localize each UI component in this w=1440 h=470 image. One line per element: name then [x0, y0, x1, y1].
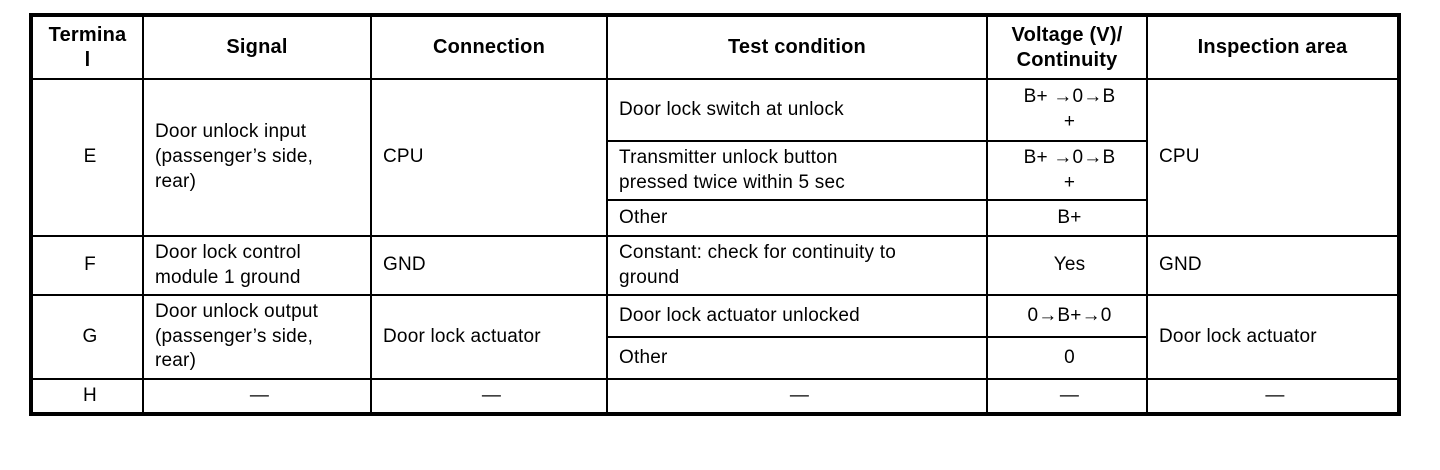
terminal-spec-table: Termina l Signal Connection Test conditi…	[29, 13, 1401, 416]
col-header-signal: Signal	[142, 14, 372, 80]
cell-test-f: Constant: check for continuity to ground	[606, 235, 988, 296]
cell-terminal-e: E	[30, 78, 144, 237]
cell-connection-h: —	[370, 378, 608, 415]
terminal-spec-table-wrap: Termina l Signal Connection Test conditi…	[29, 13, 1401, 416]
cell-terminal-f: F	[30, 235, 144, 296]
cell-voltage-g-1: 0→B+→0	[986, 294, 1148, 338]
table-subrow-g-2: Other 0	[31, 336, 1399, 380]
cell-voltage-e-2: B+ →0→B +	[986, 140, 1148, 201]
cell-terminal-h: H	[30, 378, 144, 415]
cell-test-h: —	[606, 378, 988, 415]
cell-voltage-e-3: B+	[986, 199, 1148, 237]
cell-voltage-e-1: B+ →0→B +	[986, 78, 1148, 142]
table-subrow-e-2: Transmitter unlock button pressed twice …	[31, 140, 1399, 201]
cell-inspection-g: Door lock actuator	[1146, 294, 1400, 380]
cell-signal-h: —	[142, 378, 372, 415]
cell-connection-f: GND	[370, 235, 608, 296]
cell-signal-e: Door unlock input (passenger’s side, rea…	[142, 78, 372, 237]
cell-test-g-2: Other	[606, 336, 988, 380]
cell-inspection-h: —	[1146, 378, 1400, 415]
table-subrow-e-3: Other B+	[31, 199, 1399, 237]
cell-signal-g: Door unlock output (passenger’s side, re…	[142, 294, 372, 380]
cell-inspection-f: GND	[1146, 235, 1400, 296]
cell-inspection-e: CPU	[1146, 78, 1400, 237]
col-header-voltage: Voltage (V)/ Continuity	[986, 14, 1148, 80]
header-row: Termina l Signal Connection Test conditi…	[30, 14, 1400, 80]
cell-voltage-f: Yes	[986, 235, 1148, 296]
cell-test-e-2: Transmitter unlock button pressed twice …	[606, 140, 988, 201]
cell-signal-f: Door lock control module 1 ground	[142, 235, 372, 296]
table-row-g: G Door unlock output (passenger’s side, …	[30, 294, 1400, 380]
table-row-e: E Door unlock input (passenger’s side, r…	[30, 78, 1400, 237]
cell-connection-e: CPU	[370, 78, 608, 237]
cell-test-e-3: Other	[606, 199, 988, 237]
cell-voltage-h: —	[986, 378, 1148, 415]
cell-connection-g: Door lock actuator	[370, 294, 608, 380]
cell-voltage-g-2: 0	[986, 336, 1148, 380]
table-row-h: H — — — — —	[30, 378, 1400, 415]
cell-test-e-1: Door lock switch at unlock	[606, 78, 988, 142]
cell-terminal-g: G	[30, 294, 144, 380]
col-header-test-condition: Test condition	[606, 14, 988, 80]
col-header-terminal: Termina l	[30, 14, 144, 80]
col-header-connection: Connection	[370, 14, 608, 80]
cell-test-g-1: Door lock actuator unlocked	[606, 294, 988, 338]
col-header-inspection-area: Inspection area	[1146, 14, 1400, 80]
table-row-f: F Door lock control module 1 ground GND …	[30, 235, 1400, 296]
